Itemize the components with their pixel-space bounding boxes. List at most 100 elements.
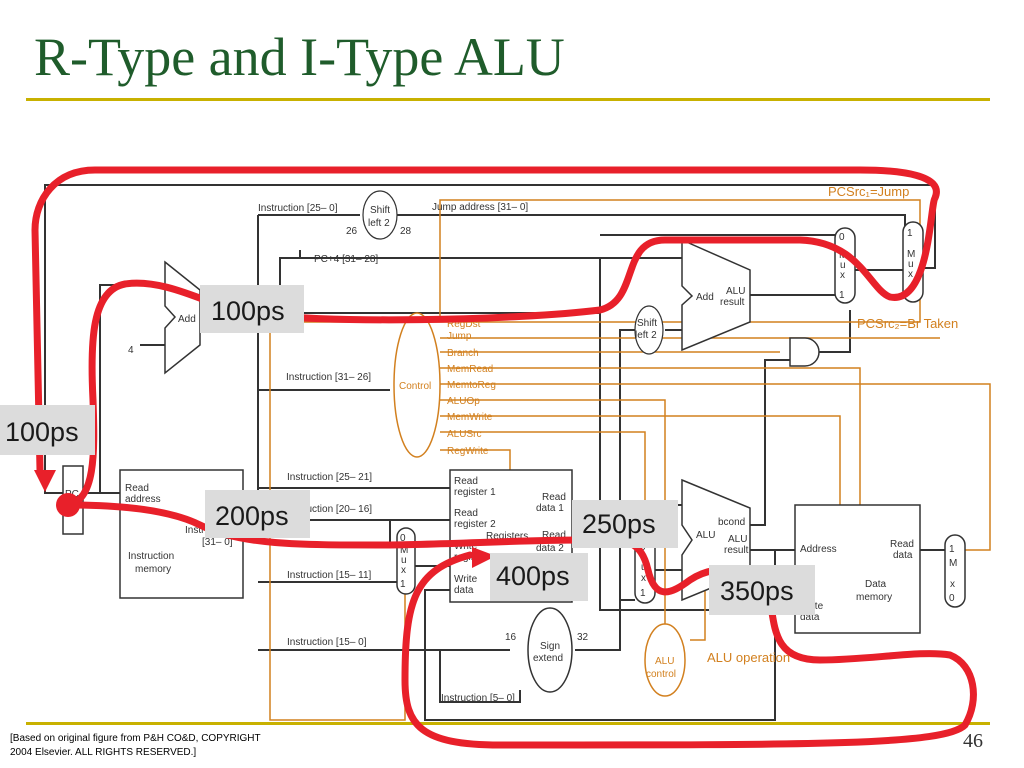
title-rule [26, 98, 990, 101]
svg-text:Instruction [31– 26]: Instruction [31– 26] [286, 372, 371, 383]
timing-callout-3: 200ps [205, 490, 310, 538]
svg-text:100ps: 100ps [5, 417, 79, 447]
data-memory: Address Read data Write data Data memory [794, 504, 921, 634]
svg-text:Sign: Sign [540, 641, 560, 652]
svg-text:26: 26 [346, 226, 358, 237]
svg-text:left 2: left 2 [368, 218, 390, 229]
svg-text:ALU: ALU [696, 530, 715, 541]
svg-text:250ps: 250ps [582, 509, 656, 539]
figure-credit: [Based on original figure from P&H CO&D,… [10, 732, 340, 760]
wire-labels: Instruction [25– 0] Jump address [31– 0]… [128, 202, 589, 704]
mux-branch: 0 M u x 1 [834, 227, 856, 304]
svg-text:MemRead: MemRead [447, 364, 493, 375]
critical-path-overlay [31, 166, 977, 749]
timing-callout-4: 250ps [572, 500, 678, 548]
svg-text:RegWrite: RegWrite [447, 446, 489, 457]
svg-text:u: u [908, 259, 914, 270]
svg-text:extend: extend [533, 653, 563, 664]
svg-text:200ps: 200ps [215, 501, 289, 531]
svg-text:Write: Write [454, 541, 478, 552]
svg-text:1: 1 [400, 579, 406, 590]
svg-text:0: 0 [839, 232, 845, 243]
datapath-wires [44, 184, 945, 721]
pc-adder: Add [164, 260, 201, 375]
svg-text:0: 0 [400, 533, 406, 544]
svg-text:ALUOp: ALUOp [447, 396, 480, 407]
svg-text:memory: memory [856, 592, 892, 603]
svg-text:Shift: Shift [370, 205, 390, 216]
svg-text:Instruction [15– 11]: Instruction [15– 11] [287, 570, 372, 581]
svg-text:Instruction: Instruction [128, 551, 174, 562]
svg-text:28: 28 [400, 226, 412, 237]
slide-number: 46 [963, 730, 983, 752]
svg-text:data: data [893, 550, 913, 561]
credit-line-2: 2004 Elsevier. ALL RIGHTS RESERVED.] [10, 747, 197, 758]
alu-control: ALU control [644, 623, 686, 697]
svg-text:Read: Read [542, 530, 566, 541]
svg-text:1: 1 [949, 544, 955, 555]
svg-text:1: 1 [640, 588, 646, 599]
credit-line-1: [Based on original figure from P&H CO&D,… [10, 733, 261, 744]
timing-callout-2: 100ps [0, 405, 95, 455]
svg-text:Read: Read [890, 539, 914, 550]
sign-extend: Sign extend [527, 607, 573, 693]
svg-text:Read: Read [125, 483, 149, 494]
pcsrc1-label: PCSrc₁=Jump [828, 184, 909, 199]
svg-text:u: u [401, 555, 407, 566]
svg-text:register 2: register 2 [454, 519, 496, 530]
svg-text:result: result [720, 297, 745, 308]
svg-text:ALUSrc: ALUSrc [447, 429, 481, 440]
pcsrc2-label: PCSrc₂=Br Taken [857, 316, 958, 331]
svg-text:Control: Control [399, 381, 431, 392]
svg-text:bcond: bcond [718, 517, 745, 528]
svg-text:data 2: data 2 [536, 543, 564, 554]
svg-text:400ps: 400ps [496, 561, 570, 591]
svg-text:4: 4 [128, 345, 134, 356]
svg-text:Read: Read [542, 492, 566, 503]
timing-callout-1: 100ps [200, 285, 304, 333]
svg-text:Shift: Shift [637, 318, 657, 329]
svg-text:MemtoReg: MemtoReg [447, 380, 496, 391]
svg-text:x: x [908, 269, 913, 280]
svg-text:result: result [724, 545, 749, 556]
svg-text:x: x [950, 579, 955, 590]
svg-text:ALU: ALU [726, 286, 745, 297]
svg-text:Jump address [31– 0]: Jump address [31– 0] [432, 202, 528, 213]
svg-text:Instruction [15– 0]: Instruction [15– 0] [287, 637, 367, 648]
svg-text:16: 16 [505, 632, 517, 643]
alu-operation-label: ALU operation [707, 650, 790, 665]
svg-text:32: 32 [577, 632, 589, 643]
svg-text:address: address [125, 494, 161, 505]
svg-text:Instruction [25– 21]: Instruction [25– 21] [287, 472, 372, 483]
svg-text:x: x [840, 270, 845, 281]
timing-callout-6: 350ps [709, 565, 815, 615]
svg-text:Registers: Registers [486, 531, 528, 542]
svg-text:Branch: Branch [447, 348, 479, 359]
branch-adder: Add ALU result [681, 238, 751, 352]
svg-text:ALU: ALU [655, 656, 674, 667]
svg-text:Read: Read [454, 476, 478, 487]
svg-text:memory: memory [135, 564, 171, 575]
svg-text:control: control [646, 669, 676, 680]
svg-text:Data: Data [865, 579, 887, 590]
shift-left-2-mid: Shift left 2 [634, 305, 664, 355]
svg-text:data: data [454, 585, 474, 596]
svg-text:u: u [840, 260, 846, 271]
svg-text:0: 0 [949, 593, 955, 604]
svg-text:Address: Address [800, 544, 837, 555]
data-path-loop [64, 501, 977, 749]
svg-text:RegDst: RegDst [447, 319, 481, 330]
svg-text:x: x [641, 573, 646, 584]
svg-text:data: data [800, 612, 820, 623]
svg-text:M: M [400, 545, 408, 556]
jump-path-loop [31, 166, 940, 509]
svg-text:350ps: 350ps [720, 576, 794, 606]
control-signal-labels: RegDst Jump Branch MemRead MemtoReg ALUO… [447, 319, 496, 457]
svg-text:Jump: Jump [447, 331, 472, 342]
footer-rule [26, 722, 990, 725]
mux-memtoreg: 1 M x 0 [944, 534, 966, 608]
svg-text:Instruction [5– 0]: Instruction [5– 0] [441, 693, 515, 704]
svg-text:register 1: register 1 [454, 487, 496, 498]
svg-text:[31– 0]: [31– 0] [202, 537, 233, 548]
